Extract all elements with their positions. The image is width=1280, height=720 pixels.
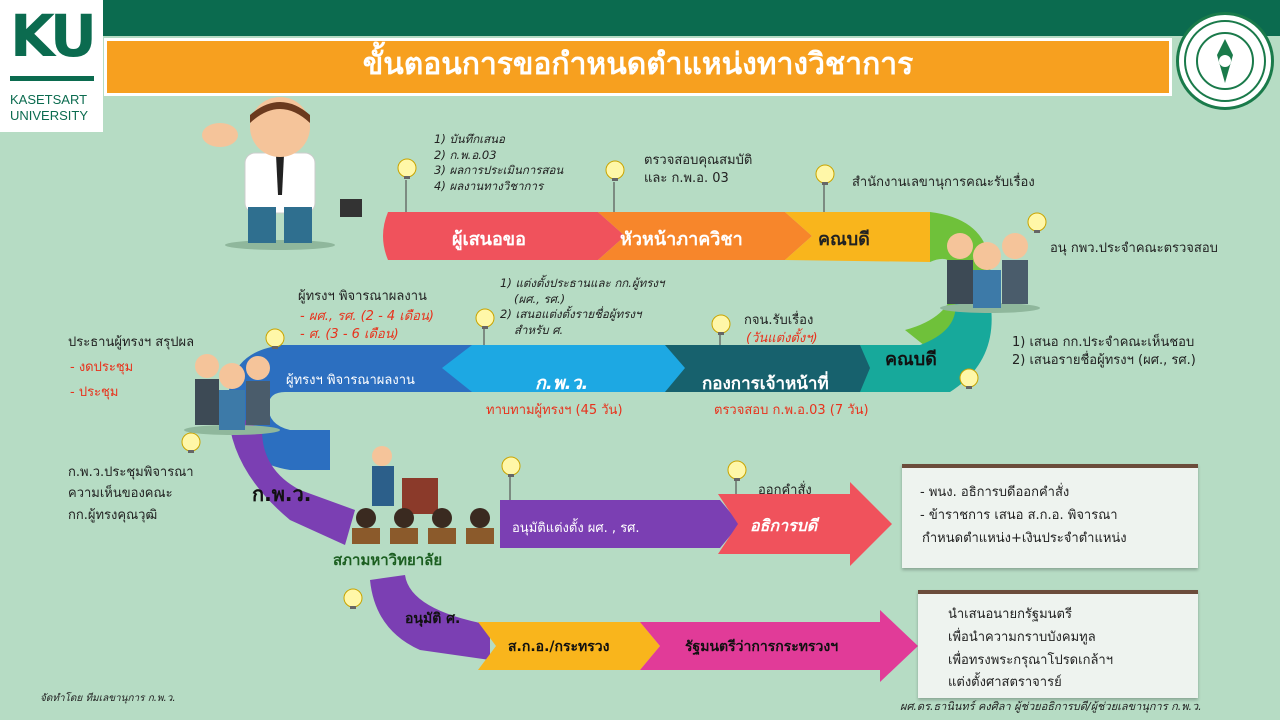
note-line: 2) ก.พ.อ.03 bbox=[434, 147, 497, 162]
lightbulb-icon bbox=[343, 588, 363, 609]
note-line: 1) เสนอ กก.ประจำคณะเห็นชอบ bbox=[1012, 335, 1195, 350]
box-line: แต่งตั้งศาสตราจารย์ bbox=[948, 675, 1062, 691]
applicant-arrow bbox=[383, 212, 625, 260]
personnel-check-note: ตรวจสอบ ก.พ.อ.03 (7 วัน) bbox=[714, 403, 869, 418]
issue-order-note: ออกคำสั่ง bbox=[758, 483, 812, 498]
lightbulb-icon bbox=[265, 328, 285, 349]
note-line: ตรวจสอบคุณสมบัติ bbox=[644, 153, 753, 168]
note-line: 3) ผลการประเมินการสอน bbox=[434, 163, 564, 178]
kpw-1-label: ก.พ.ว. bbox=[535, 373, 589, 394]
title-bar: ขั้นตอนการขอกำหนดตำแหน่งทางวิชาการ bbox=[104, 38, 1172, 96]
box-line: เพื่อทรงพระกรุณาโปรดเกล้าฯ bbox=[948, 652, 1114, 668]
personnel-arrow bbox=[660, 345, 870, 392]
kpw-meeting-note: ก.พ.ว.ประชุมพิจารณา ความเห็นของคณะ กก.ผู… bbox=[68, 462, 194, 526]
kpw-2-label: ก.พ.ว. bbox=[252, 482, 312, 506]
note-line: 1) บันทึกเสนอ bbox=[434, 132, 505, 146]
note-line: กก.ผู้ทรงคุณวุฒิ bbox=[68, 507, 158, 523]
lightbulb-icon bbox=[727, 460, 747, 481]
ministry-label: ส.ก.อ./กระทรวง bbox=[508, 639, 610, 655]
personnel-label: กองการเจ้าหน้าที่ bbox=[702, 374, 829, 394]
dept-head-label: หัวหน้าภาควิชา bbox=[620, 229, 743, 250]
logo-mark: KU bbox=[10, 2, 97, 70]
kpw-1-arrow bbox=[440, 345, 685, 392]
note-line: 4) ผลงานทางวิชาการ bbox=[434, 178, 544, 193]
footer-credit: ผศ.ดร.ธานินทร์ คงศิลา ผู้ช่วยอธิการบดี/ผ… bbox=[900, 700, 1202, 713]
dean-1-label: คณบดี bbox=[818, 229, 870, 250]
university-council-label: สภามหาวิทยาลัย bbox=[333, 551, 443, 569]
note-line: ก.พ.ว.ประชุมพิจารณา bbox=[68, 465, 194, 480]
president-info-box: - พนง. อธิการบดีออกคำสั่ง - ข้าราชการ เส… bbox=[902, 464, 1198, 568]
logo-rule bbox=[10, 76, 94, 81]
note-line: สำหรับ ศ. bbox=[514, 322, 564, 337]
box-line: - พนง. อธิการบดีออกคำสั่ง bbox=[920, 485, 1070, 500]
experts-times-note: - ผศ., รศ. (2 - 4 เดือน) - ศ. (3 - 6 เดื… bbox=[300, 308, 434, 343]
note-line: 1) แต่งตั้งประธานและ กก.ผู้ทรงฯ bbox=[500, 276, 665, 290]
meeting-icon bbox=[352, 446, 494, 544]
lightbulb-icon bbox=[501, 456, 521, 477]
footer-made-by: จัดทำโดย ทีมเลขานุการ ก.พ.ว. bbox=[40, 693, 176, 704]
note-line: - ประชุม bbox=[70, 384, 119, 400]
faculty-committee-note: อนุ กพว.ประจำคณะตรวจสอบ bbox=[1050, 241, 1218, 256]
applicant-docs: 1) บันทึกเสนอ 2) ก.พ.อ.03 3) ผลการประเมิ… bbox=[434, 132, 563, 194]
note-line: - งดประชุม bbox=[70, 360, 134, 375]
note-line: ความเห็นของคณะ bbox=[68, 486, 173, 502]
lightbulb-icon bbox=[1027, 212, 1047, 233]
note-line: - ศ. (3 - 6 เดือน) bbox=[300, 326, 399, 342]
lightbulb-icon bbox=[959, 368, 979, 389]
note-line: - ผศ., รศ. (2 - 4 เดือน) bbox=[300, 309, 434, 324]
businessman-icon bbox=[202, 97, 362, 250]
top-bar bbox=[98, 0, 1280, 36]
minister-arrow bbox=[640, 610, 918, 682]
personnel-receive-note: กจน.รับเรื่อง bbox=[744, 313, 814, 328]
lightbulb-icon bbox=[815, 164, 835, 185]
box-line: นำเสนอนายกรัฐมนตรี bbox=[948, 607, 1072, 622]
ku-logo: KU KASETSART UNIVERSITY bbox=[0, 0, 103, 132]
chair-title-note: ประธานผู้ทรงฯ สรุปผล bbox=[68, 335, 195, 350]
president-label: อธิการบดี bbox=[750, 516, 818, 535]
dept-check-note: ตรวจสอบคุณสมบัติ และ ก.พ.อ. 03 bbox=[644, 152, 752, 187]
lightbulb-icon bbox=[181, 432, 201, 453]
logo-line1: KASETSART bbox=[10, 92, 88, 107]
box-line: - ข้าราชการ เสนอ ส.ก.อ. พิจารณา bbox=[920, 507, 1118, 523]
ministry-arrow bbox=[478, 622, 660, 670]
people-group-icon bbox=[184, 354, 280, 435]
note-line: 2) เสนอแต่งตั้งรายชื่อผู้ทรงฯ bbox=[500, 307, 642, 322]
dean-2-label: คณบดี bbox=[885, 349, 937, 370]
dean-propose-note: 1) เสนอ กก.ประจำคณะเห็นชอบ 2) เสนอรายชื่… bbox=[1012, 334, 1196, 369]
president-arrow bbox=[718, 482, 892, 566]
lightbulb-icon bbox=[711, 314, 731, 335]
note-line: และ ก.พ.อ. 03 bbox=[644, 170, 729, 186]
faculty-secretary-note: สำนักงานเลขานุการคณะรับเรื่อง bbox=[852, 175, 1035, 190]
experts-label: ผู้ทรงฯ พิจารณาผลงาน bbox=[286, 373, 415, 388]
experts-arrow bbox=[255, 345, 472, 392]
minister-label: รัฐมนตรีว่าการกระทรวงฯ bbox=[685, 639, 839, 655]
logo-line2: UNIVERSITY bbox=[10, 108, 89, 123]
note-line: (ผศ., รศ.) bbox=[514, 291, 566, 306]
kpw-appoint-note: 1) แต่งตั้งประธานและ กก.ผู้ทรงฯ (ผศ., รศ… bbox=[500, 276, 664, 338]
lightbulb-icon bbox=[475, 308, 495, 329]
dean-2-arrow bbox=[845, 300, 992, 392]
kpw-2-arrow bbox=[228, 410, 355, 545]
pm-info-box: นำเสนอนายกรัฐมนตรี เพื่อนำความกราบบังคมท… bbox=[918, 590, 1198, 698]
personnel-date-note: (วันแต่งตั้งฯ) bbox=[746, 331, 818, 346]
university-seal-icon bbox=[1176, 12, 1274, 110]
people-group-icon bbox=[940, 233, 1040, 313]
approve-prof-arrow bbox=[370, 575, 490, 660]
lightbulb-icon bbox=[397, 158, 417, 179]
chair-options-note: - งดประชุม - ประชุม bbox=[70, 356, 133, 405]
page-title: ขั้นตอนการขอกำหนดตำแหน่งทางวิชาการ bbox=[362, 47, 914, 82]
box-line: กำหนดตำแหน่ง+เงินประจำตำแหน่ง bbox=[922, 530, 1127, 546]
box-line: เพื่อนำความกราบบังคมทูล bbox=[948, 629, 1096, 645]
approve-prof-label: อนุมัติ ศ. bbox=[405, 611, 461, 627]
dean-1-arrow bbox=[785, 212, 960, 262]
applicant-label: ผู้เสนอขอ bbox=[452, 229, 526, 250]
approve-appoint-label: อนุมัติแต่งตั้ง ผศ. , รศ. bbox=[512, 521, 640, 536]
lightbulb-icon bbox=[605, 160, 625, 181]
dept-head-arrow bbox=[598, 212, 812, 260]
kpw-contact-note: ทาบทามผู้ทรงฯ (45 วัน) bbox=[486, 403, 623, 418]
experts-title-note: ผู้ทรงฯ พิจารณาผลงาน bbox=[298, 289, 427, 304]
approve-arrow bbox=[500, 500, 740, 548]
note-line: 2) เสนอรายชื่อผู้ทรงฯ (ผศ., รศ.) bbox=[1012, 352, 1196, 368]
